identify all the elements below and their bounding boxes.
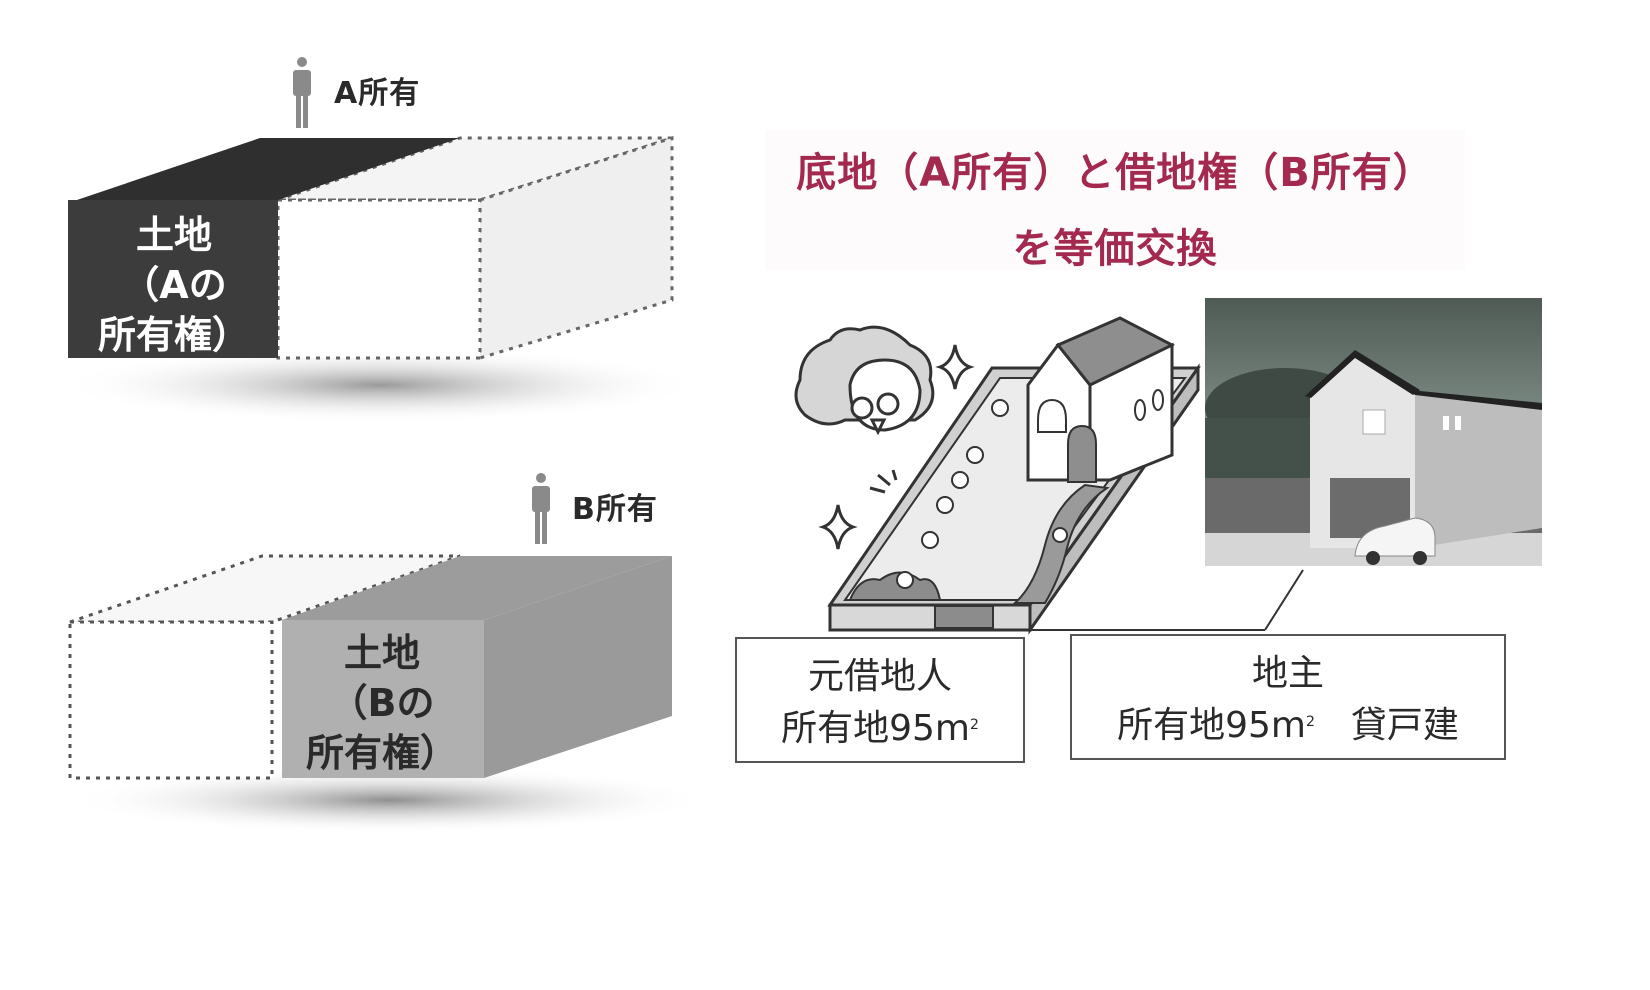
area-unit-sup: 2 bbox=[969, 717, 979, 733]
title-line-1: 底地（A所有）と借地権（B所有） bbox=[796, 150, 1434, 196]
land-label-b-line2: （Bの bbox=[329, 681, 435, 725]
land-label-b-line3: 所有権） bbox=[305, 731, 458, 775]
land-label-a-line2: （Aの bbox=[121, 263, 227, 307]
sparkle-icon bbox=[935, 344, 975, 390]
area-suffix: 貸戸建 bbox=[1314, 705, 1459, 746]
person-icon-b bbox=[532, 473, 550, 544]
rental-house-photo bbox=[1205, 298, 1542, 566]
land-label-a-line1: 土地 bbox=[135, 213, 212, 257]
former-leaseholder-title: 元借地人 bbox=[807, 656, 952, 697]
land-label-a: 土地 （Aの 所有権） bbox=[76, 210, 272, 360]
area-text: 所有地95m bbox=[781, 708, 970, 749]
landowner-box: 地主 所有地95m2 貸戸建 bbox=[1070, 634, 1506, 760]
land-label-b-line1: 土地 bbox=[343, 631, 420, 675]
exchange-title: 底地（A所有）と借地権（B所有） を等価交換 bbox=[765, 130, 1465, 272]
sparkle-icon bbox=[818, 504, 858, 550]
owner-label-b: B所有 bbox=[572, 492, 658, 527]
owner-label-a: A所有 bbox=[334, 76, 421, 111]
title-line-2: を等価交換 bbox=[1012, 226, 1218, 272]
land-label-a-line3: 所有権） bbox=[97, 313, 250, 357]
person-icon-a bbox=[293, 57, 311, 128]
block-a-graphic bbox=[60, 57, 700, 423]
former-leaseholder-box: 元借地人 所有地95m2 bbox=[735, 637, 1025, 763]
land-label-b: 土地 （Bの 所有権） bbox=[284, 628, 480, 778]
elderly-person-icon bbox=[794, 325, 935, 436]
block-b-graphic bbox=[68, 473, 710, 834]
former-leaseholder-area: 所有地95m2 bbox=[737, 703, 1023, 755]
area-unit-sup: 2 bbox=[1305, 714, 1315, 730]
landowner-title: 地主 bbox=[1251, 653, 1324, 694]
flower-icons bbox=[896, 399, 1068, 589]
area-text: 所有地95m bbox=[1117, 705, 1306, 746]
landowner-area: 所有地95m2 貸戸建 bbox=[1072, 700, 1504, 752]
